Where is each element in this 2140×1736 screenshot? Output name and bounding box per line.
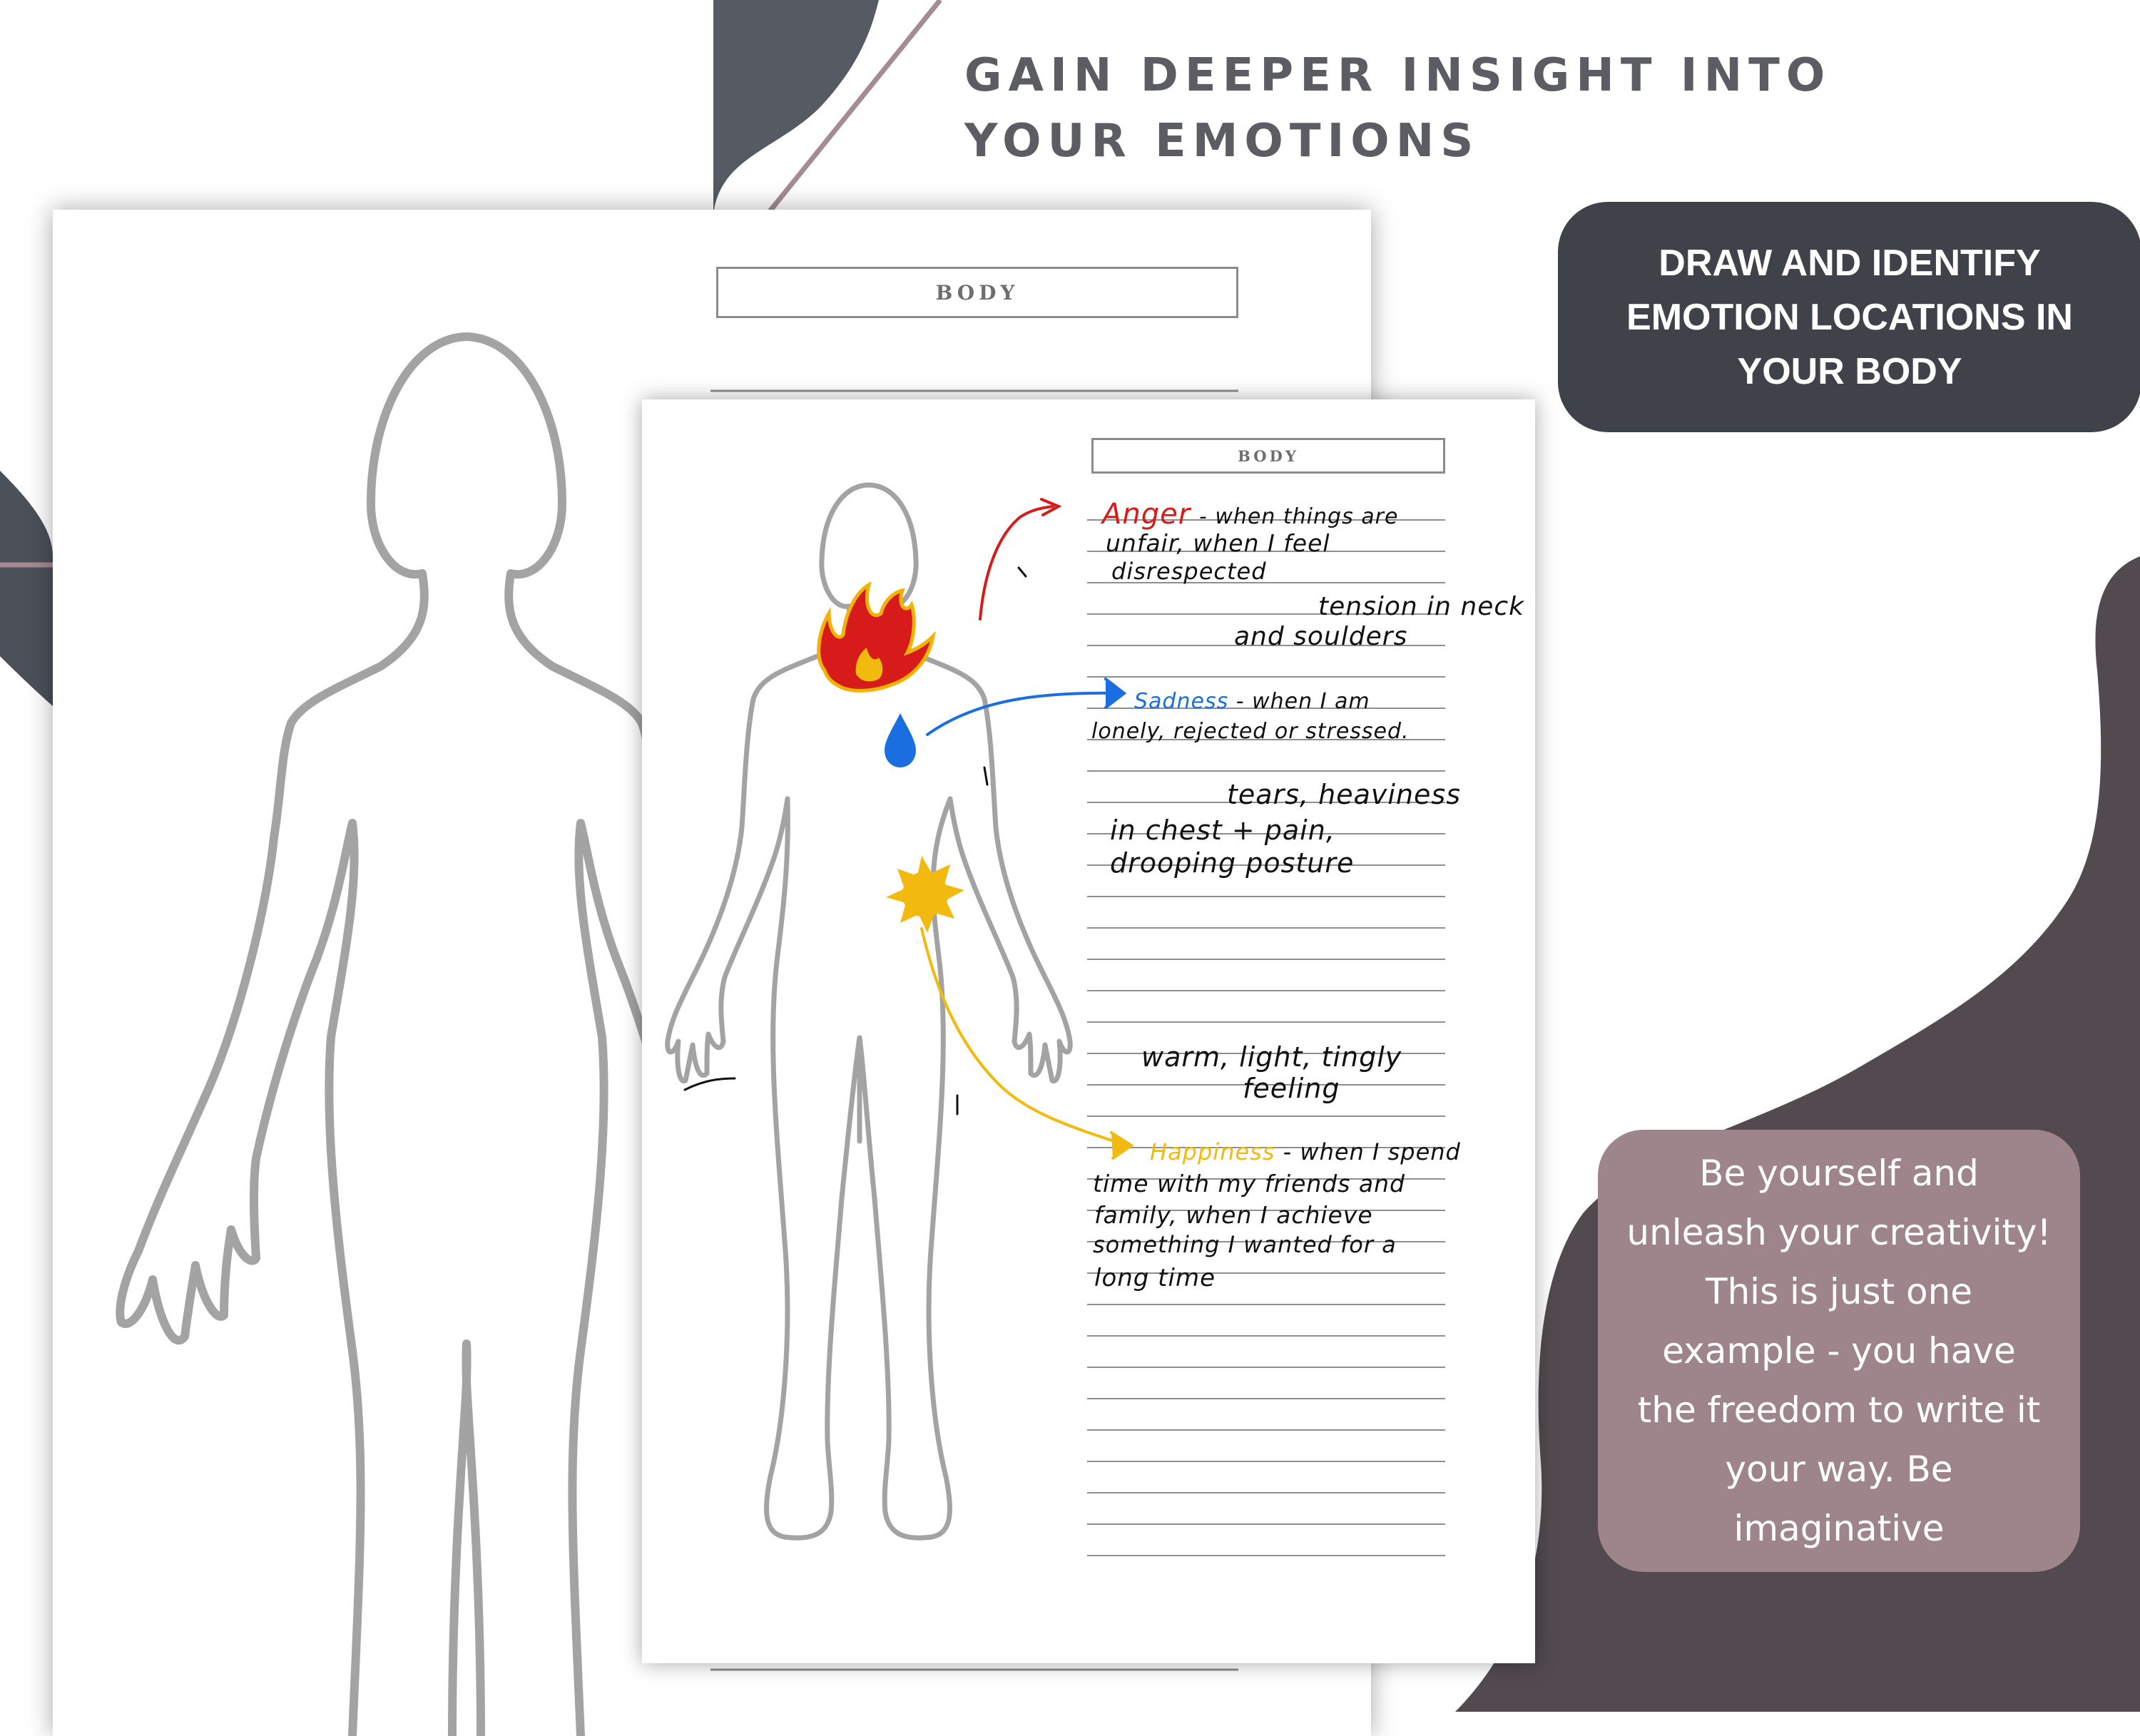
warm-note-line-2: feeling xyxy=(1243,1073,1340,1104)
top-slate-blob xyxy=(713,0,879,214)
sadness-note-line-1: - when I am xyxy=(1235,689,1370,714)
body-outline-large xyxy=(116,332,706,1736)
front-page-title: BODY xyxy=(1091,438,1445,474)
draw-identify-line-1: DRAW AND IDENTIFY xyxy=(1658,242,2041,284)
happiness-note-line-4: something I wanted for a xyxy=(1093,1231,1397,1258)
anger-note-line-4: tension in neck xyxy=(1318,592,1524,621)
creativity-line-5: the freedom to write it xyxy=(1637,1389,2041,1431)
happiness-note: Happiness - when I spend xyxy=(1150,1138,1461,1165)
creativity-line-6: your way. Be xyxy=(1725,1448,1953,1490)
sadness-note-line-4: in chest + pain, xyxy=(1110,815,1335,846)
sun-icon-core xyxy=(902,872,948,917)
left-slate-blob xyxy=(0,471,53,706)
happiness-note-line-1: - when I spend xyxy=(1283,1138,1461,1165)
happiness-note-line-3: family, when I achieve xyxy=(1094,1201,1373,1229)
anger-note-line-2: unfair, when I feel xyxy=(1106,529,1330,557)
ruled-lines xyxy=(1087,519,1445,1556)
flame-icon xyxy=(817,581,936,693)
sadness-note-line-5: drooping posture xyxy=(1110,847,1355,879)
warm-note-line-1: warm, light, tingly xyxy=(1141,1041,1402,1073)
anger-note: Anger - when things are xyxy=(1102,498,1398,531)
anger-arrow xyxy=(979,498,1062,621)
creativity-line-1: Be yourself and xyxy=(1699,1152,1979,1194)
headline-line-2: YOUR EMOTIONS xyxy=(964,115,1480,168)
sadness-note: Sadness - when I am xyxy=(1134,689,1370,714)
sadness-arrow xyxy=(926,678,1127,736)
headline-line-1: GAIN DEEPER INSIGHT INTO xyxy=(964,49,1832,102)
note-connectors xyxy=(683,566,1027,1115)
body-outline-small xyxy=(665,482,1073,1541)
anger-note-line-5: and soulders xyxy=(1234,622,1408,651)
creativity-line-7: imaginative xyxy=(1733,1507,1945,1549)
sadness-label: Sadness xyxy=(1134,689,1229,714)
happiness-note-line-2: time with my friends and xyxy=(1093,1170,1405,1198)
back-page-title: BODY xyxy=(716,267,1238,318)
draw-identify-line-2: EMOTION LOCATIONS IN xyxy=(1626,296,2073,338)
sadness-note-line-2: lonely, rejected or stressed. xyxy=(1091,719,1410,744)
teardrop-icon xyxy=(885,713,916,767)
creativity-line-4: example - you have xyxy=(1662,1329,2016,1372)
creativity-callout: Be yourself and unleash your creativity!… xyxy=(1598,1130,2080,1572)
front-page-drawing xyxy=(665,482,1445,1556)
diagonal-accent-line xyxy=(765,0,942,216)
headline: GAIN DEEPER INSIGHT INTO YOUR EMOTIONS xyxy=(964,43,1832,174)
happiness-note-line-5: long time xyxy=(1094,1264,1216,1292)
happiness-arrow xyxy=(920,927,1134,1160)
draw-identify-callout: DRAW AND IDENTIFY EMOTION LOCATIONS IN Y… xyxy=(1558,202,2140,432)
sadness-note-line-3: tears, heaviness xyxy=(1227,779,1461,810)
front-worksheet-page: BODY xyxy=(642,399,1535,1663)
anger-note-line-1: - when things are xyxy=(1198,504,1399,529)
creativity-line-3: This is just one xyxy=(1705,1270,1973,1312)
anger-note-line-3: disrespected xyxy=(1111,558,1267,585)
draw-identify-line-3: YOUR BODY xyxy=(1737,350,1962,392)
happiness-label: Happiness xyxy=(1150,1138,1275,1165)
creativity-line-2: unleash your creativity! xyxy=(1626,1211,2052,1253)
anger-label: Anger xyxy=(1102,498,1191,531)
